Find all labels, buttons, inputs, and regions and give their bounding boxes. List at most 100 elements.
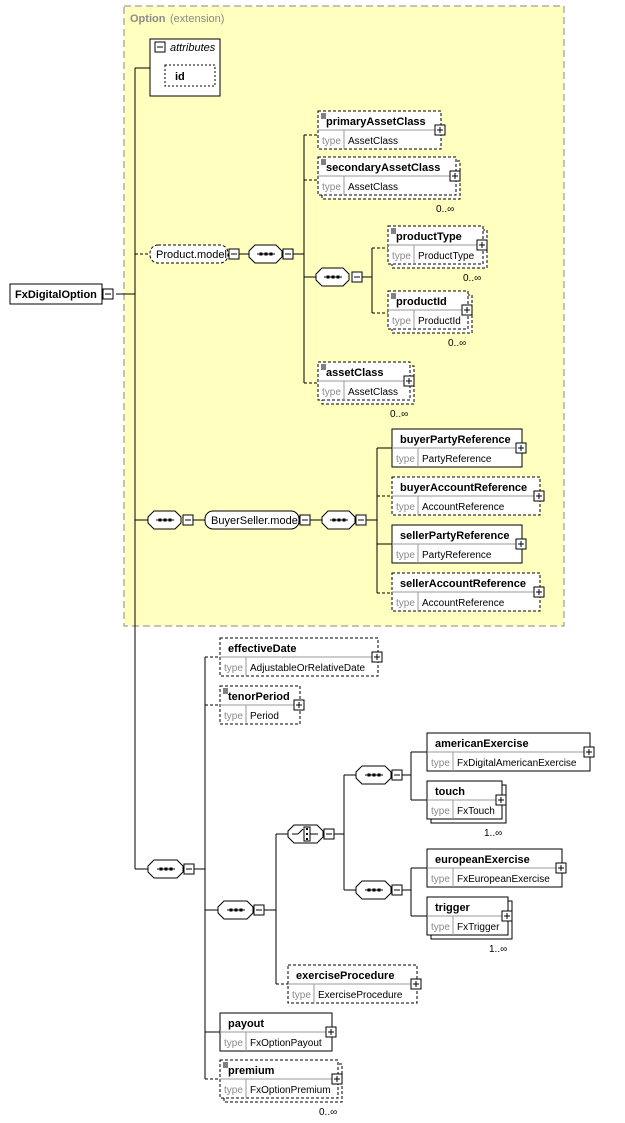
group-buyerseller-model[interactable]: BuyerSeller.model: [204, 510, 311, 530]
sequence-exercise[interactable]: [217, 900, 265, 920]
sequence-collapse-icon[interactable]: [183, 863, 195, 875]
element-name: americanExercise: [435, 738, 529, 750]
documentation-icon: [223, 1062, 228, 1068]
group-product-model-label: Product.model: [156, 249, 227, 261]
expand-icon[interactable]: [476, 239, 488, 251]
buyerseller-collapse-icon[interactable]: [299, 514, 311, 526]
type-label: type: [322, 136, 341, 147]
type-value: ProductType: [418, 251, 475, 262]
sequence-collapse-icon[interactable]: [253, 904, 265, 916]
root-element-fxdigitaloption[interactable]: FxDigitalOption: [9, 283, 114, 305]
type-value: AccountReference: [422, 502, 505, 513]
documentation-icon: [321, 364, 326, 370]
root-collapse-icon[interactable]: [102, 288, 114, 300]
element-name: payout: [228, 1018, 264, 1030]
sequence-collapse-icon[interactable]: [391, 769, 403, 781]
sequence-collapse-icon[interactable]: [182, 514, 194, 526]
attributes-label: attributes: [170, 42, 216, 54]
expand-icon[interactable]: [495, 794, 507, 806]
occurrence-label: 0..∞: [463, 273, 481, 284]
sequence-collapse-icon[interactable]: [351, 271, 363, 283]
type-value: FxOptionPayout: [250, 1038, 322, 1049]
type-value: AssetClass: [348, 387, 398, 398]
occurrence-label: 0..∞: [436, 204, 454, 215]
element-name: assetClass: [326, 367, 384, 379]
attributes-collapse-icon[interactable]: [154, 41, 166, 53]
expand-icon[interactable]: [410, 978, 422, 990]
type-value: AssetClass: [348, 182, 398, 193]
type-label: type: [431, 922, 450, 933]
sequence-european[interactable]: [355, 880, 403, 900]
type-label: type: [431, 806, 450, 817]
expand-icon[interactable]: [515, 538, 527, 550]
product-model-collapse-icon[interactable]: [228, 248, 240, 260]
type-value: FxEuropeanExercise: [457, 874, 550, 885]
sequence-collapse-icon[interactable]: [282, 248, 294, 260]
element-name: exerciseProcedure: [296, 970, 394, 982]
sequence-collapse-icon[interactable]: [355, 514, 367, 526]
type-value: AdjustableOrRelativeDate: [250, 663, 365, 674]
occurrence-label: 1..∞: [489, 944, 507, 955]
sequence-collapse-icon[interactable]: [391, 884, 403, 896]
expand-icon[interactable]: [325, 1026, 337, 1038]
element-name: sellerAccountReference: [400, 578, 526, 590]
sequence-american[interactable]: [355, 765, 403, 785]
expand-icon[interactable]: [434, 124, 446, 136]
element-name: buyerAccountReference: [400, 482, 527, 494]
type-value: Period: [250, 711, 279, 722]
element-name: effectiveDate: [228, 643, 296, 655]
occurrence-label: 0..∞: [448, 338, 466, 349]
expand-icon[interactable]: [533, 490, 545, 502]
expand-icon[interactable]: [403, 375, 415, 387]
expand-icon[interactable]: [555, 862, 567, 874]
sequence-product-model[interactable]: [248, 244, 294, 264]
occurrence-label: 0..∞: [390, 409, 408, 420]
occurrence-label: 1..∞: [484, 828, 502, 839]
choice-exercise-type[interactable]: [287, 824, 335, 844]
expand-icon[interactable]: [331, 1073, 343, 1085]
sequence-buyerseller-outer[interactable]: [147, 510, 194, 530]
expand-icon[interactable]: [449, 170, 461, 182]
sequence-product-inner[interactable]: [315, 267, 363, 287]
expand-icon[interactable]: [461, 304, 473, 316]
element-name: tenorPeriod: [228, 691, 290, 703]
expand-icon[interactable]: [515, 442, 527, 454]
expand-icon[interactable]: [501, 910, 513, 922]
extension-subtitle: (extension): [170, 13, 224, 25]
sequence-main-lower[interactable]: [147, 859, 195, 879]
type-value: FxTrigger: [457, 922, 500, 933]
sequence-buyerseller-inner[interactable]: [321, 510, 367, 530]
type-label: type: [396, 454, 415, 465]
type-value: FxTouch: [457, 806, 495, 817]
expand-icon[interactable]: [293, 699, 305, 711]
expand-icon[interactable]: [371, 651, 383, 663]
expand-icon[interactable]: [583, 746, 595, 758]
type-label: type: [292, 990, 311, 1001]
group-buyerseller-model-label: BuyerSeller.model: [211, 515, 300, 527]
group-product-model[interactable]: Product.model: [149, 244, 240, 264]
expand-icon[interactable]: [533, 586, 545, 598]
type-value: FxDigitalAmericanExercise: [457, 758, 577, 769]
element-name: sellerPartyReference: [400, 530, 509, 542]
choice-collapse-icon[interactable]: [323, 828, 335, 840]
